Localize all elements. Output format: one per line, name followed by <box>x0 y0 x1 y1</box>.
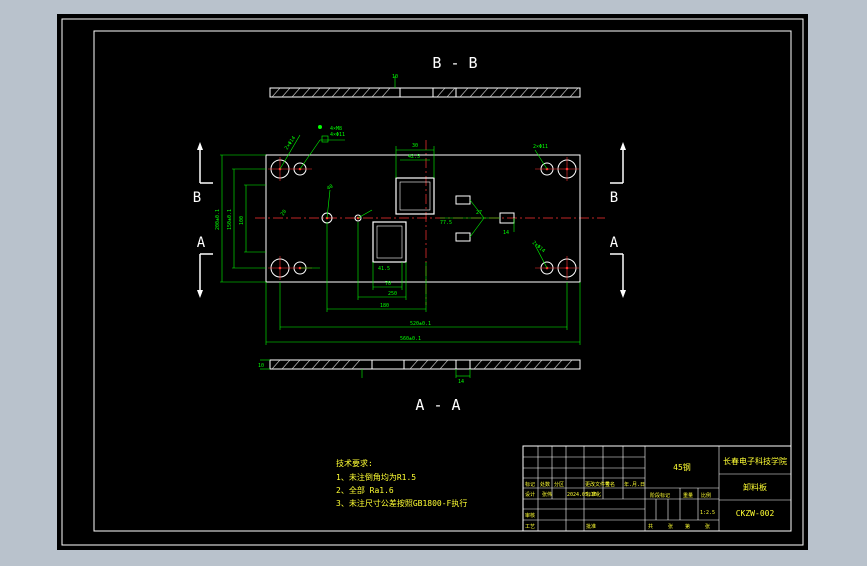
note-thread-2: 4×Φ11 <box>330 132 345 138</box>
section-aa-plate: 10 14 <box>258 359 581 385</box>
tb-sheet-number: 第 <box>685 523 690 530</box>
dim-14: 14 <box>503 230 509 236</box>
dim-h-total2: 560±0.1 <box>400 336 421 342</box>
section-bb-plate: 10 <box>269 74 581 98</box>
dim-v3: 100 <box>239 216 245 225</box>
tb-approve-label: 批准 <box>586 523 596 530</box>
dim-top-w: 30 <box>412 143 418 149</box>
tb-label-date: 年.月.日 <box>624 481 645 488</box>
tb-drawing-no: CKZW-002 <box>736 509 775 518</box>
tb-sheet-unit: 张 <box>668 523 673 530</box>
inner-border <box>93 30 792 532</box>
tb-standard-label: 标准化 <box>586 491 601 498</box>
tb-material: 45钢 <box>673 462 691 472</box>
tb-weight-label: 重量 <box>683 492 693 499</box>
tb-label-zone: 分区 <box>554 481 564 488</box>
cut-label-right-b: B <box>610 190 618 206</box>
dim-w2: 42.5 <box>408 154 420 160</box>
dim-h-total1: 520±0.1 <box>410 321 431 327</box>
dim-right-hole2: 2×Φ11 <box>533 144 548 150</box>
dim-27: 27 <box>476 210 482 216</box>
tb-design-label: 设计 <box>525 491 535 498</box>
tb-design-name: 张伟 <box>542 491 552 498</box>
tech-notes-heading: 技术要求: <box>336 458 373 468</box>
dim-h3: 70 <box>385 281 391 287</box>
tb-sheet-unit-2: 张 <box>705 523 710 530</box>
dim-bot-center: 41.5 <box>378 266 390 272</box>
tb-scale-value: 1:2.5 <box>700 510 715 516</box>
tb-label-sign: 签名 <box>605 481 615 488</box>
tb-sheet-total: 共 <box>648 523 653 530</box>
tb-label-count: 处数 <box>540 481 550 488</box>
tb-label-change: 更改文件号 <box>585 481 610 488</box>
section-bb-title: B - B <box>432 54 477 72</box>
dim-pitch-v1: 200±0.1 <box>215 209 221 230</box>
dim-section-h: 40 <box>326 184 334 192</box>
tb-process-label: 工艺 <box>525 524 535 530</box>
tb-label-mark: 标记 <box>525 481 535 488</box>
outer-border <box>61 18 804 546</box>
title-block: 标记 处数 分区 更改文件号 签名 年.月.日 设计 张伟 2024.05.15… <box>522 445 792 532</box>
cut-label-right-a: A <box>610 235 619 251</box>
tech-note-2: 2、全部 Ra1.6 <box>336 485 394 495</box>
tech-note-3: 3、未注尺寸公差按照GB1800-F执行 <box>336 498 467 508</box>
technical-notes: 技术要求: 1、未注倒角均为R1.5 2、全部 Ra1.6 3、未注尺寸公差按照… <box>336 458 467 508</box>
tb-stage-label: 阶段标记 <box>650 492 670 499</box>
tb-check-label: 审核 <box>525 512 535 519</box>
dim-section-b: 20 <box>280 209 288 217</box>
tech-note-1: 1、未注倒角均为R1.5 <box>336 472 416 482</box>
dim-pitch-v2: 150±0.1 <box>227 209 233 230</box>
tb-design-date: 2024.05.15 <box>567 492 597 498</box>
cut-label-left-a: A <box>197 235 206 251</box>
tb-scale-label: 比例 <box>701 492 711 499</box>
dim-pr: 77.5 <box>440 220 452 226</box>
tb-school: 长春电子科技学院 <box>723 456 787 466</box>
dim-aa-thickness: 10 <box>258 363 264 369</box>
cut-label-left-b: B <box>193 190 201 206</box>
dim-h1: 180 <box>380 303 389 309</box>
section-aa-title: A - A <box>415 396 460 414</box>
dim-aa-slot: 14 <box>458 379 464 385</box>
dim-h2: 250 <box>388 291 397 297</box>
tb-part-name: 卸料板 <box>743 482 767 492</box>
dim-bb-thickness: 10 <box>392 74 398 80</box>
note-thread: 4×M8 <box>330 126 342 132</box>
